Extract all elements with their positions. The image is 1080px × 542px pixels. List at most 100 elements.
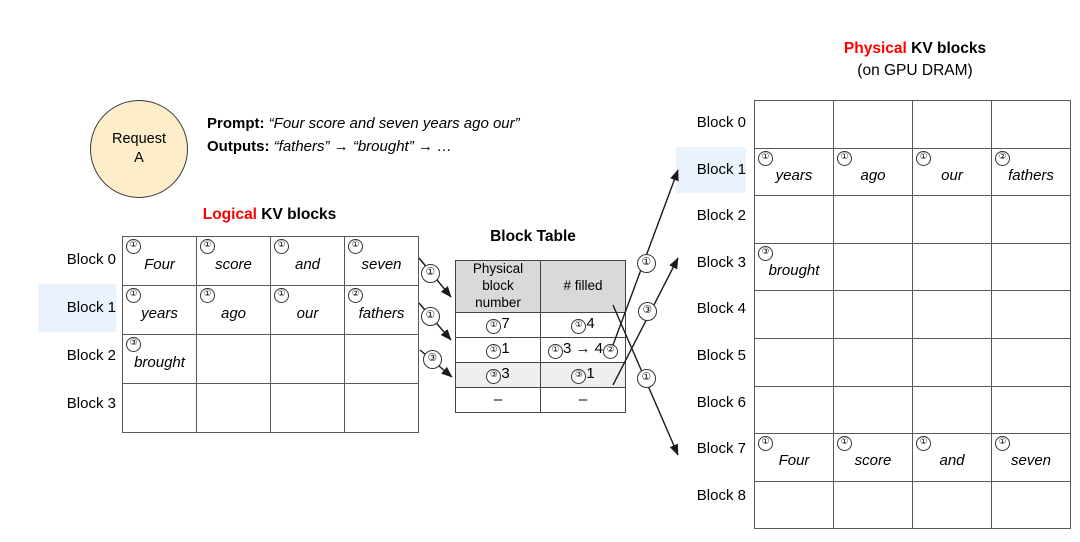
step-marker-icon: ③ (571, 369, 587, 385)
physical-kv-blocks-title: Physical KV blocks (on GPU DRAM) (770, 38, 1060, 82)
logical-row-label-0: Block 0 (66, 251, 116, 268)
logical-token: ago (220, 305, 247, 322)
physical-cell-6-0 (754, 385, 834, 435)
physical-cell-4-0 (754, 290, 834, 339)
physical-cell-6-2 (912, 385, 992, 435)
physical-cell-6-1 (833, 385, 913, 435)
logical-title-rest: KV blocks (257, 206, 337, 223)
logical-cell-2-3 (344, 334, 419, 384)
arrow-step-badge-3: ① (637, 254, 656, 273)
logical-cell-1-1: ① ago (196, 285, 271, 335)
physical-row-label-0: Block 0 (696, 114, 746, 131)
physical-cell-2-2 (912, 195, 992, 244)
logical-kv-blocks-title: Logical KV blocks (152, 206, 387, 224)
physical-row (754, 100, 1071, 149)
physical-title-main: Physical KV blocks (770, 38, 1060, 60)
prompt-text: “Four score and seven years ago our” (268, 115, 520, 132)
physical-token: brought (768, 262, 820, 280)
logical-token: Four (144, 256, 175, 273)
physical-token: and (939, 452, 965, 470)
step-marker-icon: ① (758, 150, 773, 166)
physical-row-label-7: Block 7 (696, 440, 746, 458)
physical-row-label-6: Block 6 (696, 393, 746, 411)
logical-token: and (294, 256, 321, 273)
logical-token: brought (134, 354, 185, 371)
physical-cell-5-1 (833, 337, 913, 387)
arrow-step-badge-5: ① (637, 369, 656, 388)
physical-row-label-1: Block 1 (676, 146, 746, 194)
logical-cell-0-2: ① and (270, 236, 345, 286)
physical-row (754, 195, 1071, 244)
step-marker-icon: ① (837, 150, 852, 166)
physical-title-highlight: Physical (843, 40, 907, 57)
logical-token: fathers (358, 305, 405, 322)
physical-row-label-8: Block 8 (696, 486, 746, 504)
step-marker-icon: ③ (758, 245, 773, 261)
step-marker-icon: ① (837, 436, 852, 452)
step-marker-icon: ① (200, 288, 215, 303)
physical-token: ago (860, 166, 886, 184)
step-marker-icon: ① (995, 436, 1010, 452)
arrow-step-badge-1: ① (421, 307, 440, 326)
physical-row-label-3: Block 3 (696, 253, 746, 271)
step-marker-icon: ① (571, 319, 587, 335)
logical-cell-3-1 (196, 383, 271, 433)
physical-cell-0-1 (833, 100, 913, 149)
step-marker-icon: ① (916, 150, 931, 166)
arrow-step-badge-0: ① (421, 264, 440, 283)
step-marker-icon: ① (916, 436, 931, 452)
step-marker-icon: ① (486, 319, 502, 335)
physical-row-label-5: Block 5 (696, 346, 746, 364)
prompt-label: Prompt: (207, 115, 265, 132)
block-table-row: –– (455, 386, 626, 413)
physical-token: Four (778, 452, 810, 470)
logical-cell-3-2 (270, 383, 345, 433)
step-marker-icon: ① (274, 239, 289, 254)
outputs-label: Outputs: (207, 138, 270, 156)
physical-token: seven (1010, 452, 1052, 470)
logical-row (122, 383, 419, 433)
logical-cell-3-3 (344, 383, 419, 433)
physical-cell-5-2 (912, 337, 992, 387)
step-marker-icon: ① (274, 288, 289, 303)
step-marker-icon: ① (348, 239, 363, 254)
outputs-text: “fathers” → “brought” → … (273, 138, 453, 156)
step-marker-icon: ① (126, 288, 141, 303)
physical-row (754, 290, 1071, 339)
step-marker-icon: ① (486, 344, 502, 360)
physical-cell-1-2: ① our (912, 147, 992, 197)
logical-row-label-2: Block 2 (66, 347, 116, 364)
logical-token: years (141, 305, 178, 322)
physical-cell-8-3 (991, 480, 1071, 530)
physical-cell-8-1 (833, 480, 913, 530)
physical-token: our (941, 166, 963, 184)
block-table-title: Block Table (490, 228, 576, 245)
block-table-physical-number-3: – (455, 386, 541, 413)
request-label-line2: A (134, 150, 144, 166)
physical-token: score (854, 452, 892, 470)
physical-token: fathers (1008, 166, 1054, 184)
physical-cell-4-2 (912, 290, 992, 339)
physical-title-rest: KV blocks (906, 40, 987, 57)
outputs-line: Outputs: “fathers” → “brought” → … (207, 135, 520, 158)
